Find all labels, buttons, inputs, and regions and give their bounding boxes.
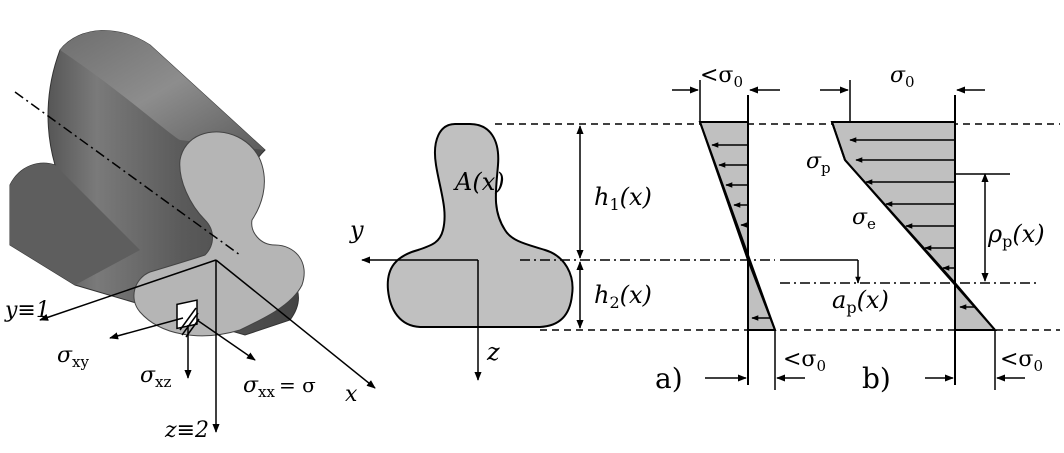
axis-y-arrow bbox=[39, 259, 217, 321]
label-sigma-p: σp bbox=[806, 149, 831, 177]
label-sigma-xy: σxy bbox=[57, 343, 89, 371]
label-b-bottom: <σ0 bbox=[1000, 347, 1043, 375]
label-section-z: z bbox=[486, 338, 500, 366]
diagram-a-elastic bbox=[672, 80, 805, 390]
label-section-y: y bbox=[349, 216, 364, 244]
sigma-xx-arrow bbox=[196, 319, 256, 361]
caption-b: b) bbox=[862, 362, 891, 395]
label-rho: ρp(x) bbox=[987, 220, 1045, 251]
diagram-b-elastic-line bbox=[844, 159, 996, 331]
label-sigma-e: σe bbox=[852, 205, 876, 233]
label-a-bottom: <σ0 bbox=[783, 347, 826, 375]
rail-head-top bbox=[60, 30, 265, 151]
sigma-xy-arrow bbox=[109, 317, 184, 340]
rail-cross-section-face bbox=[133, 131, 305, 337]
caption-a: a) bbox=[655, 362, 683, 395]
stress-element bbox=[176, 299, 200, 338]
diagram-a-stress-line bbox=[699, 121, 776, 331]
label-axis-z-3d: z≡2 bbox=[164, 418, 209, 443]
diagram-b-plastic-edge bbox=[831, 121, 846, 161]
label-sigma-xz: σxz bbox=[140, 363, 171, 391]
axis-x-arrow bbox=[215, 259, 376, 389]
label-sigma-xx: σxx= σ bbox=[243, 373, 316, 401]
label-axis-x-3d: x bbox=[345, 382, 358, 407]
cross-section-shape bbox=[386, 123, 574, 328]
label-h2: h2(x) bbox=[594, 281, 652, 312]
label-a-p: ap(x) bbox=[832, 286, 889, 317]
label-b-top: σ0 bbox=[890, 63, 915, 91]
rail-centerline bbox=[14, 91, 241, 256]
label-h1: h1(x) bbox=[594, 183, 652, 214]
rail-3d-model bbox=[9, 30, 305, 337]
label-area: A(x) bbox=[453, 168, 505, 196]
label-a-top: <σ0 bbox=[700, 63, 743, 91]
diagram-b-plastic bbox=[780, 80, 1025, 390]
label-axis-y-3d: y≡1 bbox=[4, 298, 50, 323]
rail-foot bbox=[10, 163, 140, 285]
